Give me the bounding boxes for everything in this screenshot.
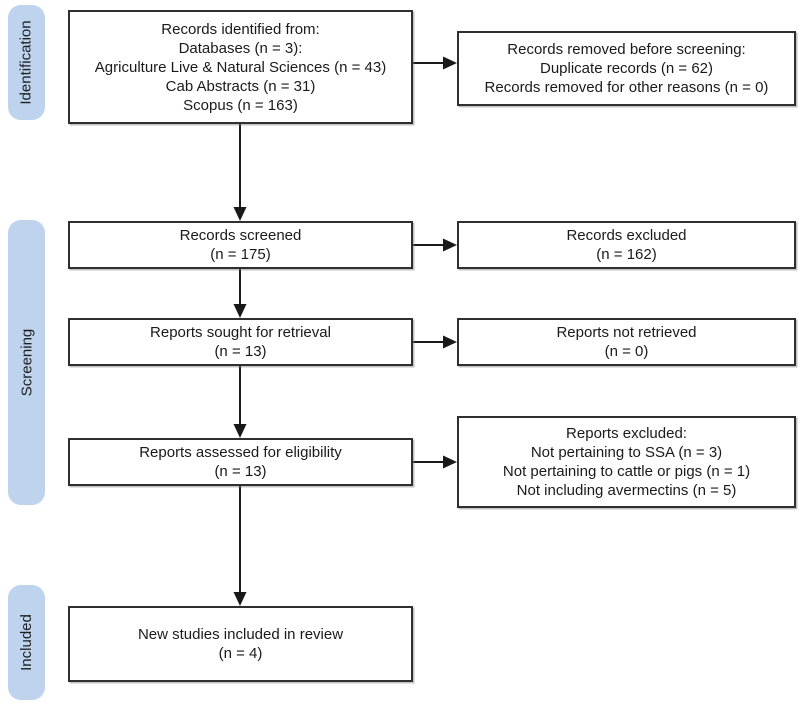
stage-label-text: Screening xyxy=(18,328,36,397)
box-line: Not pertaining to SSA (n = 3) xyxy=(530,444,723,461)
box-line: Reports assessed for eligibility xyxy=(139,444,342,461)
stage-label-screening: Screening xyxy=(8,220,45,505)
box-line: Scopus (n = 163) xyxy=(183,96,298,114)
box-reports-sought: Reports sought for retrieval (n = 13) xyxy=(68,318,413,366)
arrowhead-identified-to-screened xyxy=(233,207,247,221)
box-line: (n = 175) xyxy=(210,246,271,263)
box-line: Not including avermectins (n = 5) xyxy=(516,482,737,499)
box-reports-excluded: Reports excluded: Not pertaining to SSA … xyxy=(457,416,796,508)
box-new-studies-included: New studies included in review (n = 4) xyxy=(68,606,413,682)
box-line: New studies included in review xyxy=(137,626,344,643)
box-records-excluded: Records excluded (n = 162) xyxy=(457,221,796,269)
box-line: Records screened xyxy=(179,227,302,244)
arrowhead-assessed-to-reports-excluded xyxy=(443,455,457,469)
arrowhead-assessed-to-included xyxy=(233,592,247,606)
box-reports-not-retrieved: Reports not retrieved (n = 0) xyxy=(457,318,796,366)
box-line: Not pertaining to cattle or pigs (n = 1) xyxy=(502,463,751,480)
box-line: (n = 13) xyxy=(214,463,267,480)
box-line: Duplicate records (n = 62) xyxy=(540,60,713,77)
stage-label-included: Included xyxy=(8,585,45,700)
box-reports-assessed: Reports assessed for eligibility (n = 13… xyxy=(68,438,413,486)
box-line: Records excluded xyxy=(566,227,687,244)
arrowhead-sought-to-assessed xyxy=(233,424,247,438)
box-line: Records removed for other reasons (n = 0… xyxy=(484,79,769,96)
box-line: Agriculture Live & Natural Sciences (n =… xyxy=(94,58,387,76)
box-line: Reports excluded: xyxy=(566,425,687,442)
arrowhead-screened-to-excluded xyxy=(443,238,457,252)
stage-label-identification: Identification xyxy=(8,5,45,120)
box-records-removed-before-screening: Records removed before screening: Duplic… xyxy=(457,31,796,106)
arrowhead-sought-to-not-retrieved xyxy=(443,335,457,349)
box-line: (n = 4) xyxy=(218,645,263,662)
box-line: Reports sought for retrieval xyxy=(150,324,331,341)
box-line: Databases (n = 3): xyxy=(178,39,303,57)
box-line: (n = 13) xyxy=(214,343,267,360)
box-line: (n = 0) xyxy=(604,343,649,360)
box-line: Records removed before screening: xyxy=(507,41,746,58)
box-records-identified: Records identified from: Databases (n = … xyxy=(68,10,413,124)
arrowhead-identified-to-removed xyxy=(443,56,457,70)
stage-label-text: Included xyxy=(18,614,35,671)
box-line: (n = 162) xyxy=(596,246,657,263)
box-line: Reports not retrieved xyxy=(556,324,697,341)
box-records-screened: Records screened (n = 175) xyxy=(68,221,413,269)
box-line: Records identified from: xyxy=(161,20,320,38)
box-line: Cab Abstracts (n = 31) xyxy=(165,77,316,95)
arrowhead-screened-to-sought xyxy=(233,304,247,318)
stage-label-text: Identification xyxy=(18,20,36,105)
